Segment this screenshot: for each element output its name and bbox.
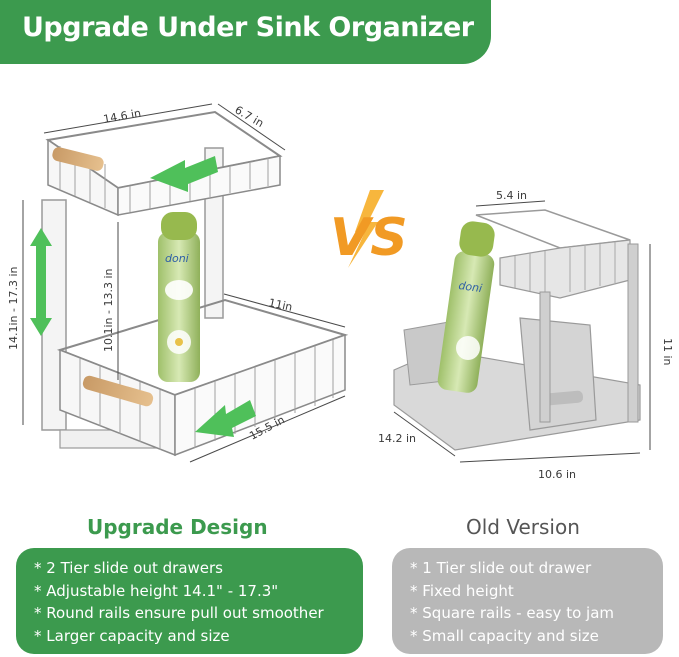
old-height-label: 11 in [661,338,674,366]
new-dimensions [22,103,346,463]
banner-title: Upgrade Under Sink Organizer [22,12,474,43]
feature-item: 2 Tier slide out drawers [34,557,363,580]
old-features-list: 1 Tier slide out drawer Fixed height Squ… [410,557,663,647]
old-organizer-drawing [393,209,641,451]
feature-item: Larger capacity and size [34,625,363,648]
old-version-title: Old Version [466,515,580,539]
feature-item: 1 Tier slide out drawer [410,557,663,580]
feature-item: Small capacity and size [410,625,663,648]
upgrade-features-panel: 2 Tier slide out drawers Adjustable heig… [16,548,363,654]
upgrade-design-title: Upgrade Design [87,515,268,539]
new-organizer-drawing [30,110,349,457]
upgrade-features-list: 2 Tier slide out drawers Adjustable heig… [34,557,363,647]
new-top-width-label: 14.6 in [102,107,142,126]
feature-item: Round rails ensure pull out smoother [34,602,363,625]
old-dimensions [393,200,651,463]
new-height-range-label: 14.1in - 17.3 in [7,266,20,350]
old-top-width-label: 5.4 in [496,189,527,202]
feature-item: Adjustable height 14.1" - 17.3" [34,580,363,603]
vs-label: VS [330,208,408,268]
old-depth-label: 14.2 in [378,432,416,445]
new-inner-height-label: 10.1in - 13.3 in [102,268,115,352]
vs-mark: VS [330,190,408,268]
old-width-label: 10.6 in [538,468,576,481]
feature-item: Fixed height [410,580,663,603]
feature-item: Square rails - easy to jam [410,602,663,625]
new-bottom-depth-label: 11in [267,296,293,314]
title-banner: Upgrade Under Sink Organizer [0,0,491,64]
old-features-panel: 1 Tier slide out drawer Fixed height Squ… [392,548,663,654]
